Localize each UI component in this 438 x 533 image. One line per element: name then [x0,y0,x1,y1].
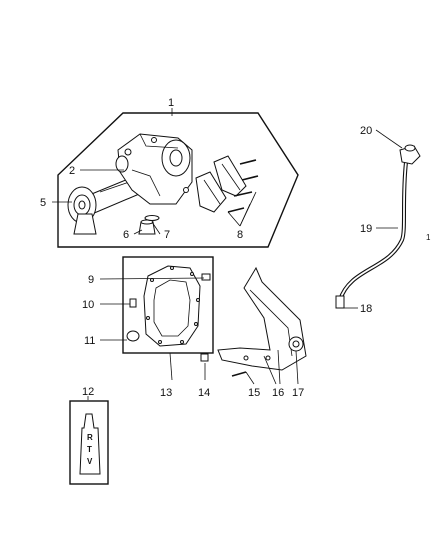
vent-hose-assembly [335,144,421,309]
callout-9: 9 [88,274,94,286]
callout-12: 12 [82,386,94,398]
callout-18: 18 [360,303,372,315]
sealant-box [69,400,109,485]
bolt-15 [231,371,247,377]
nut-14 [200,353,209,362]
rtv-letter: T [87,445,92,454]
callout-11: 11 [84,335,95,347]
skid-plate [217,266,307,371]
rtv-tube: R T V [79,413,101,475]
callout-7: 7 [164,229,170,241]
rtv-letter: V [87,457,93,466]
callout-10: 10 [82,299,94,311]
cover-kit-box [122,256,214,354]
callout-13: 13 [160,387,172,399]
fill-plug-assembly [138,215,160,235]
callout-2: 2 [69,165,75,177]
axle-assembly-outline [57,112,299,248]
differential-cover [126,265,211,347]
callout-6: 6 [123,229,129,241]
callout-8: 8 [237,229,243,241]
callout-16: 16 [272,387,284,399]
callout-17: 17 [292,387,304,399]
mounting-brackets [195,155,259,213]
callout-14: 14 [198,387,210,399]
callout-15: 15 [248,387,260,399]
callout-20: 20 [360,125,372,137]
axle-housing [67,133,193,235]
callout-5: 5 [40,197,46,209]
callout-19: 19 [360,223,372,235]
rtv-letter: R [87,433,93,442]
footnote-mark: 1 [426,233,431,242]
callout-1: 1 [168,97,174,109]
